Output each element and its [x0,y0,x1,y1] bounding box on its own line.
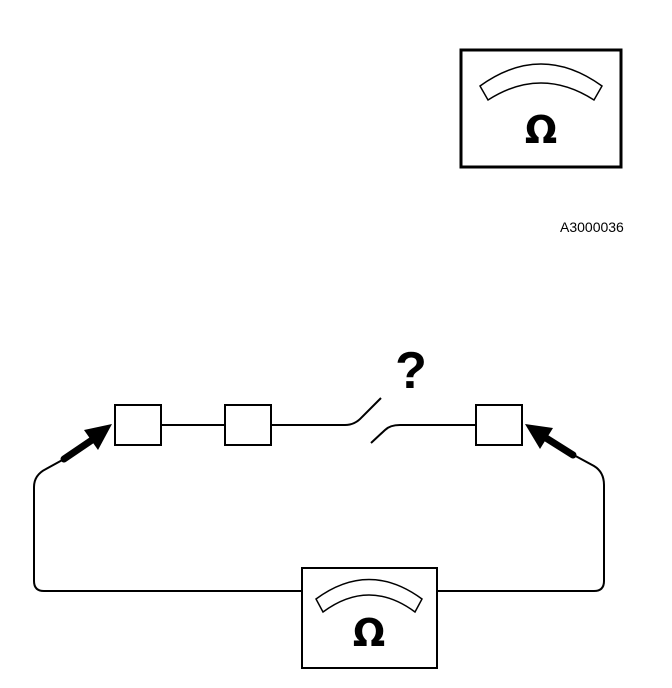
component-box-c [475,404,523,446]
probe-arrow-icon-left [60,424,112,463]
test-lead-right [437,452,605,592]
component-box-a [114,404,162,446]
unknown-break-question-mark: ? [395,342,427,400]
wire-break-c [370,424,476,444]
meter-scale-arc [315,578,423,614]
figure-reference-code: A3000036 [560,219,624,235]
component-box-b [224,404,272,446]
ohm-symbol: Ω [525,108,557,152]
probe-arrow-icon-right [525,424,577,459]
ohmmeter-icon-connected: Ω [301,567,438,669]
ohm-symbol: Ω [353,611,385,655]
circuit-wires [33,397,605,592]
ohmmeter-icon: Ω [459,48,623,169]
test-lead-left [33,457,302,592]
meter-scale-arc [479,63,603,102]
wire-b-break [271,397,382,426]
